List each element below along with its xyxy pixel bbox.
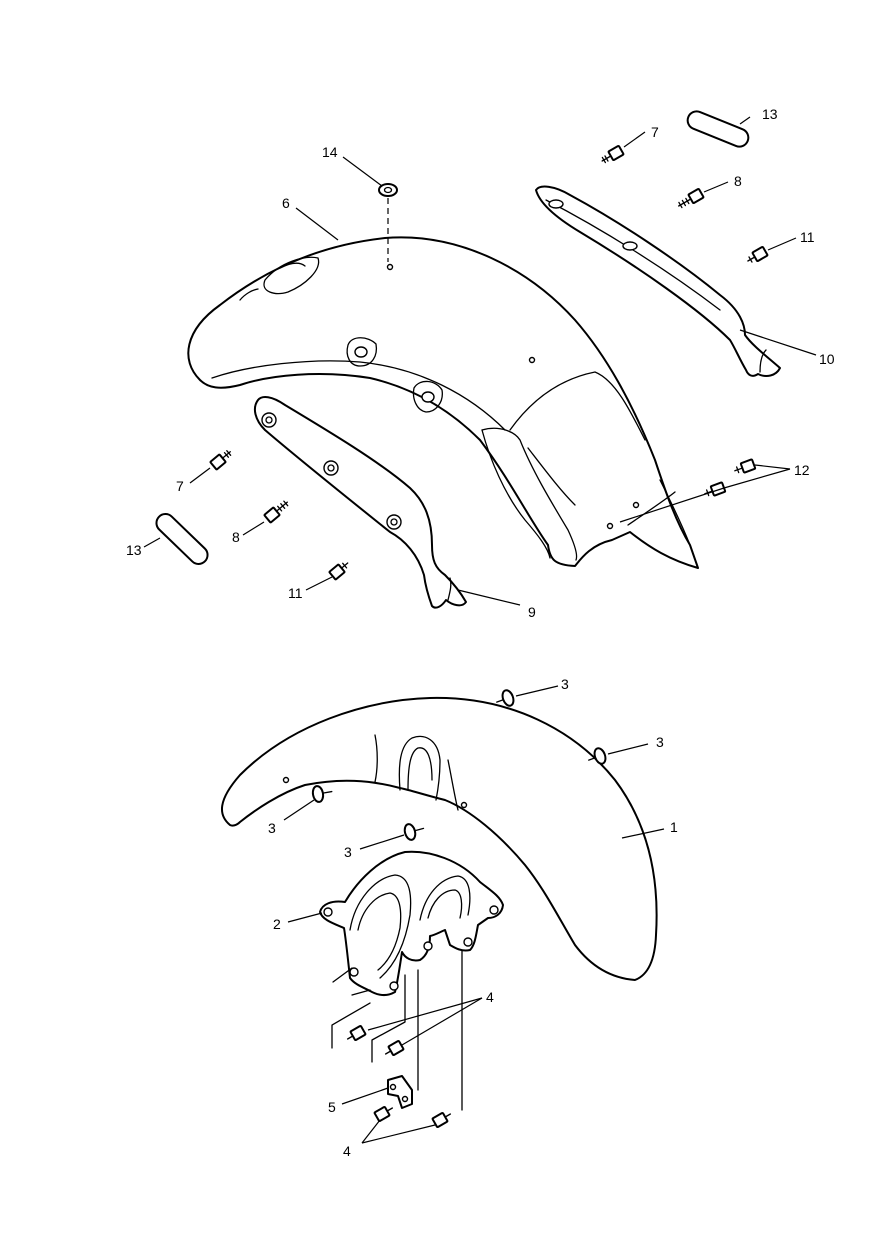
callout-7-bottom: 7: [176, 478, 184, 494]
callout-labels: 14 6 13 7 8 11 10 12 7 8 13 11 9 3 3 3 3…: [126, 106, 835, 1159]
front-mudguard: [221, 696, 658, 981]
leader-lines: [143, 116, 817, 1144]
callout-14: 14: [322, 144, 338, 160]
callout-8-top: 8: [734, 173, 742, 189]
mudguard-bracket: [319, 850, 504, 1111]
left-mudguard-stay: [253, 396, 467, 609]
callout-11-top: 11: [800, 229, 815, 245]
callout-3-top: 3: [561, 676, 569, 692]
callout-1: 1: [670, 819, 678, 835]
rear-mudguard: [187, 236, 699, 569]
bolt-icon: [311, 689, 607, 1128]
callout-10: 10: [819, 351, 835, 367]
callout-8-bottom: 8: [232, 529, 240, 545]
callout-11-bottom: 11: [288, 585, 303, 601]
callout-2: 2: [273, 916, 281, 932]
callout-3-left: 3: [268, 820, 276, 836]
callout-3-middle: 3: [344, 844, 352, 860]
callout-4-bottom: 4: [343, 1143, 351, 1159]
callout-7-top: 7: [651, 124, 659, 140]
callout-12: 12: [794, 462, 810, 478]
clip: [387, 1075, 413, 1109]
callout-5: 5: [328, 1099, 336, 1115]
callout-4-top: 4: [486, 989, 494, 1005]
washer-icon: [378, 183, 398, 262]
callout-9: 9: [528, 604, 536, 620]
callout-13-top: 13: [762, 106, 778, 122]
right-mudguard-stay: [535, 185, 781, 377]
callout-3-right: 3: [656, 734, 664, 750]
callout-6: 6: [282, 195, 290, 211]
badge-icon: [155, 110, 750, 565]
callout-13-bottom: 13: [126, 542, 142, 558]
